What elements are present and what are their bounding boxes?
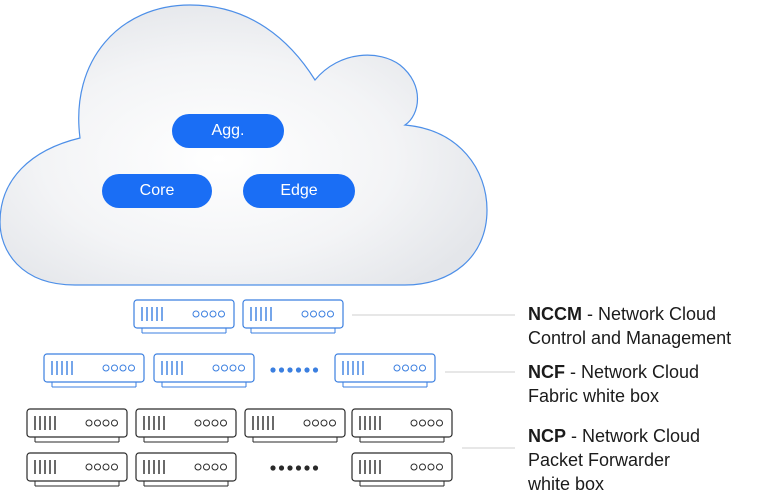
nccm-abbr: NCCM — [528, 304, 582, 324]
ncp-server-3 — [244, 408, 346, 443]
ncp-ellipsis-dots — [270, 465, 319, 471]
nccm-label: NCCM - Network Cloud Control and Managem… — [528, 302, 731, 350]
ncf-line1: - Network Cloud — [565, 362, 700, 382]
edge-node: Edge — [243, 174, 355, 208]
nccm-server-1 — [133, 299, 235, 334]
ncf-ellipsis-dots — [270, 367, 319, 373]
ncp-server-7 — [351, 452, 453, 487]
ncp-line2: Packet Forwarder — [528, 450, 671, 470]
ncp-server-1 — [26, 408, 128, 443]
ncf-server-1 — [43, 353, 145, 388]
ncp-server-2 — [135, 408, 237, 443]
nccm-server-2 — [242, 299, 344, 334]
ncf-abbr: NCF — [528, 362, 565, 382]
agg-node: Agg. — [172, 114, 284, 148]
ncp-abbr: NCP — [528, 426, 567, 446]
nccm-line2: Control and Management — [528, 328, 732, 348]
ncf-line2: Fabric white box — [528, 386, 660, 406]
ncf-server-3 — [334, 353, 436, 388]
ncf-label: NCF - Network Cloud Fabric white box — [528, 360, 699, 408]
ncp-server-4 — [351, 408, 453, 443]
ncp-server-6 — [135, 452, 237, 487]
core-node: Core — [102, 174, 212, 208]
ncp-line1: - Network Cloud — [566, 426, 701, 446]
nccm-line1: - Network Cloud — [582, 304, 717, 324]
ncp-line3: white box — [528, 474, 605, 494]
ncp-label: NCP - Network Cloud Packet Forwarder whi… — [528, 424, 700, 496]
ncf-server-2 — [153, 353, 255, 388]
ncp-server-5 — [26, 452, 128, 487]
